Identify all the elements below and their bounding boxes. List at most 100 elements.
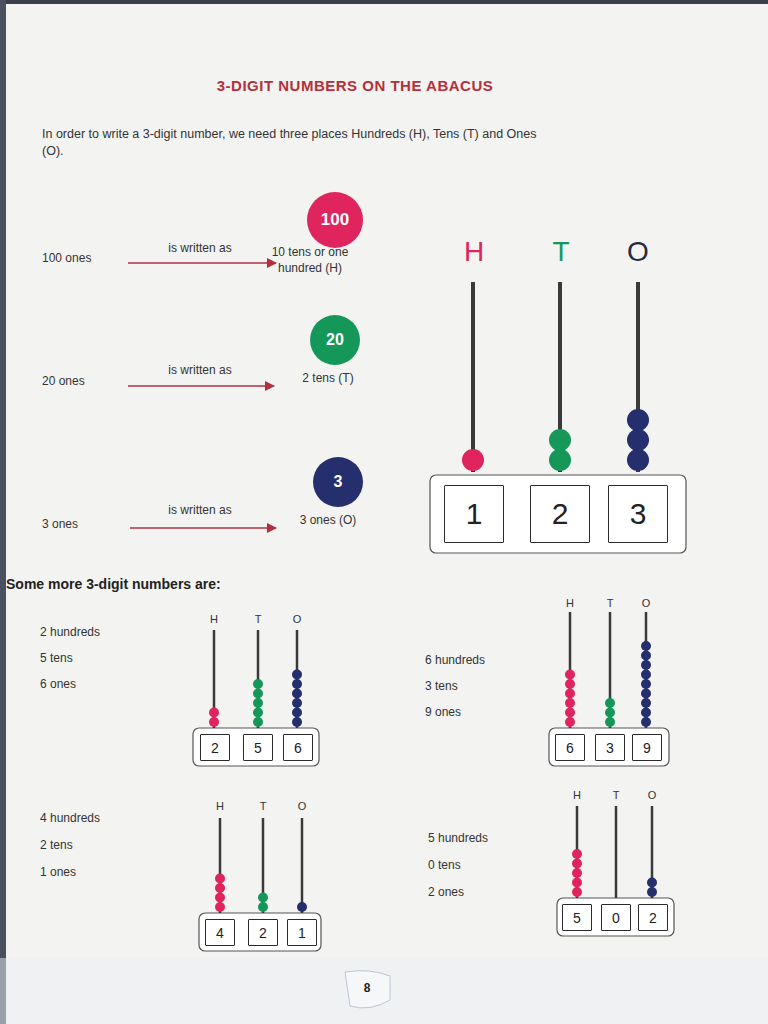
quantity-text: 100 ones xyxy=(42,250,127,266)
abacus-bead xyxy=(641,698,651,708)
digit-box: 9 xyxy=(632,734,662,761)
abacus-bead xyxy=(253,698,263,708)
place-letter: T xyxy=(255,799,271,814)
place-letter: O xyxy=(638,596,654,611)
place-heading: H xyxy=(458,238,490,266)
abacus-bead xyxy=(209,717,219,727)
abacus-base xyxy=(549,728,669,766)
place-letter: H xyxy=(562,596,578,611)
place-letter: H xyxy=(212,799,228,814)
abacus-bead xyxy=(627,409,649,431)
place-letter: T xyxy=(250,612,266,627)
digit-text: 6 xyxy=(566,740,574,756)
digit-text: 4 xyxy=(216,925,224,941)
abacus-bead xyxy=(253,679,263,689)
place-letter: O xyxy=(289,612,305,627)
abacus-bead xyxy=(292,679,302,689)
abacus-bead xyxy=(292,717,302,727)
abacus-bead xyxy=(647,878,657,888)
digit-text: 5 xyxy=(254,740,262,756)
arrow xyxy=(128,262,276,264)
abacus-bead xyxy=(297,902,307,912)
top-edge xyxy=(0,0,768,4)
place-count-text: 9 ones xyxy=(425,704,535,720)
abacus-bead xyxy=(641,689,651,699)
abacus-bead xyxy=(215,883,225,893)
place-count-text: 0 tens xyxy=(428,857,538,873)
place-letter: T xyxy=(602,596,618,611)
arrow xyxy=(130,527,276,529)
footer-band xyxy=(0,958,768,1024)
abacus-rod xyxy=(471,282,475,472)
abacus-bead xyxy=(565,670,575,680)
abacus-bead xyxy=(215,902,225,912)
digit-text: 2 xyxy=(552,497,569,531)
digit-text: 1 xyxy=(466,497,483,531)
arrow xyxy=(128,385,274,387)
digit-box: 6 xyxy=(555,734,585,761)
place-heading: T xyxy=(545,238,577,266)
abacus-bead xyxy=(565,717,575,727)
digit-box: 2 xyxy=(248,919,278,946)
arrow-label: is written as xyxy=(140,502,260,518)
abacus-bead xyxy=(641,641,651,651)
quantity-text: 3 ones xyxy=(42,516,127,532)
place-count-text: 2 hundreds xyxy=(40,624,150,640)
place-count-text: 2 tens xyxy=(40,837,150,853)
abacus-bead xyxy=(565,708,575,718)
abacus-bead xyxy=(641,708,651,718)
page-title: 3-DIGIT NUMBERS ON THE ABACUS xyxy=(0,76,710,96)
abacus-rod xyxy=(301,818,304,913)
digit-text: 3 xyxy=(606,740,614,756)
abacus-bead xyxy=(209,708,219,718)
abacus-bead xyxy=(605,708,615,718)
abacus-bead xyxy=(258,893,268,903)
abacus-bead xyxy=(549,429,571,451)
abacus-bead xyxy=(565,689,575,699)
abacus-bead xyxy=(253,717,263,727)
abacus-rod xyxy=(615,806,618,898)
digit-box: 5 xyxy=(243,734,273,761)
digit-box: 4 xyxy=(205,919,235,946)
place-letter: H xyxy=(206,612,222,627)
place-count-text: 6 hundreds xyxy=(425,652,535,668)
digit-text: 20 xyxy=(326,331,344,349)
digit-box: 6 xyxy=(283,734,313,761)
abacus-bead xyxy=(605,698,615,708)
place-count-text: 4 hundreds xyxy=(40,810,150,826)
abacus-bead xyxy=(292,670,302,680)
abacus-bead xyxy=(627,429,649,451)
place-count-text: 1 ones xyxy=(40,864,150,880)
place-count-text: 5 tens xyxy=(40,650,150,666)
abacus-bead xyxy=(641,717,651,727)
number-circle: 100 xyxy=(307,192,363,248)
abacus-base xyxy=(193,728,319,766)
result-text: 3 ones (O) xyxy=(288,512,368,528)
digit-box: 5 xyxy=(562,904,592,931)
abacus-bead xyxy=(641,651,651,661)
place-letter: H xyxy=(569,788,585,803)
digit-text: 6 xyxy=(294,740,302,756)
abacus-bead xyxy=(253,689,263,699)
abacus-bead xyxy=(572,849,582,859)
binding-edge xyxy=(0,0,6,1024)
place-count-text: 6 ones xyxy=(40,676,150,692)
digit-text: 2 xyxy=(649,910,657,926)
digit-text: 100 xyxy=(321,210,349,230)
page-number: 8 xyxy=(355,980,379,996)
abacus-bead xyxy=(627,449,649,471)
abacus-bead xyxy=(641,660,651,670)
abacus-bead xyxy=(572,878,582,888)
digit-box: 2 xyxy=(200,734,230,761)
digit-box: 2 xyxy=(530,485,590,543)
abacus-base xyxy=(430,475,686,553)
abacus-bead xyxy=(549,449,571,471)
digit-text: 0 xyxy=(612,910,620,926)
result-text: 2 tens (T) xyxy=(288,370,368,386)
abacus-bead xyxy=(572,887,582,897)
number-circle: 3 xyxy=(313,457,363,507)
abacus-bead xyxy=(641,670,651,680)
abacus-bead xyxy=(258,902,268,912)
digit-text: 9 xyxy=(643,740,651,756)
digit-text: 1 xyxy=(298,925,306,941)
